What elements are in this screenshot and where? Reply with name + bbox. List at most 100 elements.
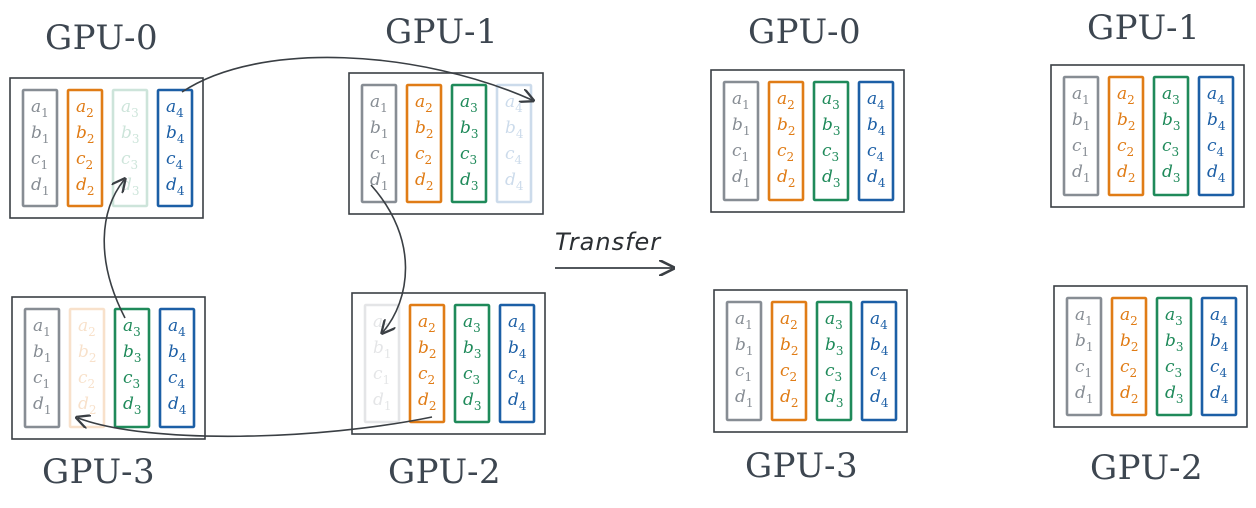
cell-d4: d4 (508, 390, 527, 413)
label-gpu0-after: GPU-0 (748, 12, 862, 52)
cell-a4: a4 (166, 97, 184, 120)
cell-b3: b3 (825, 335, 844, 358)
cell-b4: b4 (1207, 110, 1226, 133)
cell-a4: a4 (1210, 305, 1228, 328)
label-gpu3-before: GPU-3 (42, 452, 156, 492)
cell-c1: c1 (31, 149, 48, 172)
gpu-frame (351, 292, 546, 435)
cell-b3: b3 (121, 123, 140, 146)
cell-c4: c4 (1207, 136, 1225, 159)
column-frame (815, 300, 853, 422)
cell-d4: d4 (1207, 162, 1226, 185)
cell-b2: b2 (1120, 331, 1139, 354)
column-frame (360, 83, 398, 204)
cell-c3: c3 (463, 364, 480, 387)
column-frame (66, 88, 104, 208)
cell-c3: c3 (825, 361, 842, 384)
cell-b4: b4 (1210, 331, 1229, 354)
cell-d3: d3 (123, 394, 142, 417)
cell-b4: b4 (505, 118, 524, 141)
cell-b4: b4 (508, 338, 527, 361)
column-frame (498, 303, 536, 424)
cell-b4: b4 (870, 335, 889, 358)
transfer-label: Transfer (555, 228, 662, 256)
cell-c1: c1 (732, 141, 749, 164)
cell-d2: d2 (78, 394, 97, 417)
cell-a1: a1 (732, 89, 750, 112)
cell-a3: a3 (123, 316, 141, 339)
cell-a3: a3 (825, 309, 843, 332)
gpu-frame (710, 69, 905, 213)
cell-d3: d3 (463, 390, 482, 413)
cell-c4: c4 (166, 149, 184, 172)
cell-c3: c3 (1165, 357, 1182, 380)
cell-a2: a2 (76, 97, 94, 120)
column-frame (1062, 75, 1100, 197)
label-gpu3-after: GPU-3 (745, 446, 859, 486)
cell-d2: d2 (777, 167, 796, 190)
cell-c1: c1 (33, 368, 50, 391)
label-gpu2-before: GPU-2 (388, 452, 502, 492)
cell-d4: d4 (505, 170, 524, 193)
cell-a2: a2 (415, 92, 433, 115)
column-frame (21, 88, 59, 208)
column-frame (1110, 296, 1148, 417)
cell-c1: c1 (1072, 136, 1089, 159)
cell-d4: d4 (870, 387, 889, 410)
cell-d4: d4 (1210, 383, 1229, 406)
cell-b1: b1 (373, 338, 392, 361)
column-frame (1200, 296, 1238, 417)
arrow-gpu0-to-gpu1 (181, 56, 532, 100)
cell-a2: a2 (78, 316, 96, 339)
cell-c2: c2 (777, 141, 794, 164)
arrow-gpu3-to-gpu0 (103, 180, 125, 319)
cell-c2: c2 (415, 144, 432, 167)
cell-b2: b2 (780, 335, 799, 358)
cell-c1: c1 (1075, 357, 1092, 380)
cell-c2: c2 (780, 361, 797, 384)
cell-d3: d3 (121, 175, 140, 198)
column-frame (408, 303, 446, 424)
column-frame (1065, 296, 1103, 417)
cell-d3: d3 (822, 167, 841, 190)
cell-a3: a3 (121, 97, 139, 120)
cell-a1: a1 (1075, 305, 1093, 328)
cell-b2: b2 (1117, 110, 1136, 133)
cell-b3: b3 (1162, 110, 1181, 133)
cell-d3: d3 (1165, 383, 1184, 406)
column-frame (812, 80, 850, 202)
cell-a3: a3 (1162, 84, 1180, 107)
column-frame (450, 83, 488, 204)
gpu-frame (1053, 285, 1248, 428)
cell-b2: b2 (78, 342, 97, 365)
arrow-gpu2-to-gpu3 (78, 417, 433, 438)
cell-c2: c2 (1120, 357, 1137, 380)
cell-d2: d2 (76, 175, 95, 198)
cell-a3: a3 (1165, 305, 1183, 328)
column-frame (770, 300, 808, 422)
gpu-frame (348, 72, 544, 215)
cell-b1: b1 (732, 115, 751, 138)
column-frame (158, 307, 196, 429)
cell-c3: c3 (123, 368, 140, 391)
cell-b2: b2 (777, 115, 796, 138)
cell-a1: a1 (1072, 84, 1090, 107)
cell-a4: a4 (870, 309, 888, 332)
label-gpu1-before: GPU-1 (385, 12, 499, 52)
